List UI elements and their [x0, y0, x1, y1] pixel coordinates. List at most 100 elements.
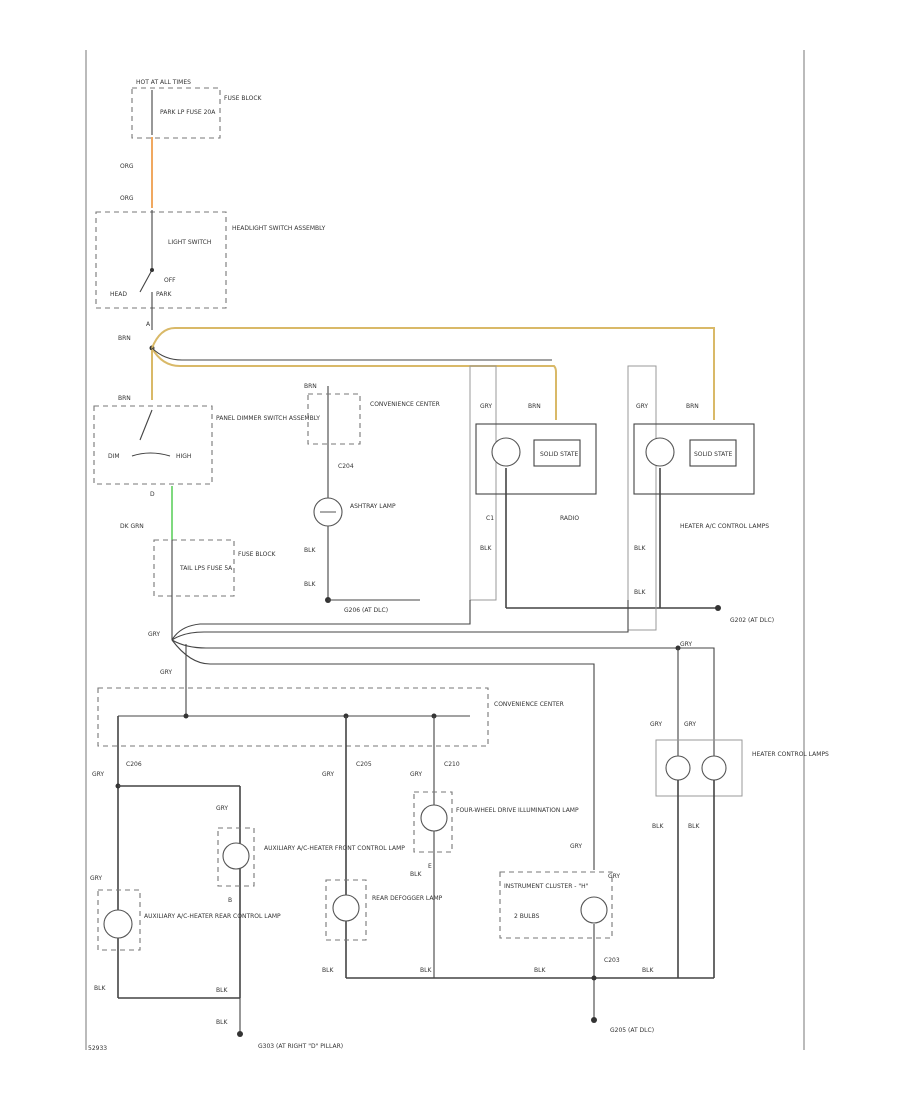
switch-lever [139, 269, 153, 293]
hot-at-all-times-label: HOT AT ALL TIMES [136, 79, 191, 86]
gry-label-main: GRY [148, 631, 160, 638]
gry-c210-label: GRY [410, 771, 422, 778]
bus-splice-1 [183, 713, 189, 719]
switch-contact [150, 268, 154, 272]
heater-lamps-2-box [655, 739, 743, 797]
blk-left2-label: BLK [216, 987, 228, 994]
gry-right-label: GRY [680, 641, 692, 648]
pin-e-label: E [428, 863, 432, 870]
blk-label-1: BLK [304, 547, 316, 554]
blk-label-2: BLK [304, 581, 316, 588]
pin-a-label: A [146, 321, 151, 328]
bulbs-label: 2 BULBS [514, 913, 540, 920]
solid-state-2-box [689, 439, 737, 467]
gry-wire-to-heater [171, 600, 629, 641]
blk-r-label: BLK [534, 967, 546, 974]
brn-radio-label: BRN [528, 403, 541, 410]
gry-wire-ic [171, 639, 595, 870]
rear-defogger-bulb [332, 894, 360, 922]
gry-ic2-label: GRY [608, 873, 620, 880]
c203-label: C203 [604, 957, 620, 964]
dimmer-arc [131, 452, 171, 457]
blk-bottom-label: BLK [216, 1019, 228, 1026]
gry-aux1-label: GRY [216, 805, 228, 812]
blk-mid-label: BLK [322, 967, 334, 974]
rear-defogger-label: REAR DEFOGGER LAMP [372, 895, 443, 902]
four-wd-label: FOUR-WHEEL DRIVE ILLUMINATION LAMP [456, 807, 579, 814]
fuse-block-top-label: FUSE BLOCK [224, 95, 263, 102]
gry-h1-label: GRY [650, 721, 662, 728]
gry-main2-label: GRY [160, 669, 172, 676]
heater-lamps-2-label: HEATER CONTROL LAMPS [752, 751, 829, 758]
radio-bracket [469, 365, 497, 601]
org-label-2: ORG [120, 195, 134, 202]
gry-wire-to-radio [171, 600, 471, 641]
dk-grn-label: DK GRN [120, 523, 144, 530]
rear-defogger-box [325, 879, 367, 941]
pin-b-label: B [228, 897, 232, 904]
blk-4wd-label: BLK [410, 871, 422, 878]
light-switch-label: LIGHT SWITCH [168, 239, 211, 246]
g202-label: G202 (AT DLC) [730, 617, 774, 624]
blk-heater-1-label: BLK [634, 545, 646, 552]
park-lp-fuse-label: PARK LP FUSE 20A [160, 109, 216, 116]
blk-h2-label: BLK [688, 823, 700, 830]
blk-radio-label: BLK [480, 545, 492, 552]
headlight-switch-box [95, 211, 227, 309]
convenience-center-1-label: CONVENIENCE CENTER [370, 401, 440, 408]
panel-dimmer-box [93, 405, 213, 485]
radio-label: RADIO [560, 515, 579, 522]
four-wd-box [413, 791, 453, 853]
solid-state-1-box [533, 439, 581, 467]
tail-lps-fuse-label: TAIL LPS FUSE 5A [179, 565, 233, 572]
fuse-block-2-label: FUSE BLOCK [238, 551, 277, 558]
heater-ac-lamps-label: HEATER A/C CONTROL LAMPS [680, 523, 769, 530]
blk-heater-2-label: BLK [634, 589, 646, 596]
instrument-cluster-box [499, 871, 613, 939]
heater-bracket [627, 365, 657, 631]
convenience-center-2-box [97, 687, 489, 747]
headlight-switch-label: HEADLIGHT SWITCH ASSEMBLY [232, 225, 326, 232]
aux-front-label: AUXILIARY A/C-HEATER FRONT CONTROL LAMP [264, 845, 405, 852]
park-label: PARK [156, 291, 173, 298]
solid-state-2-label: SOLID STATE [694, 451, 732, 458]
g202-ground [715, 605, 721, 611]
ic-bulb [580, 896, 608, 924]
g205-label: G205 (AT DLC) [610, 1027, 654, 1034]
heater-2-bulb-1 [665, 755, 691, 781]
blk-bottom2-label: BLK [642, 967, 654, 974]
dimmer-lever [139, 409, 153, 441]
g205-ground [591, 1017, 597, 1023]
heater-bulb [645, 437, 675, 467]
org-label-1: ORG [120, 163, 134, 170]
gry-c205-label: GRY [322, 771, 334, 778]
g206-label: G206 (AT DLC) [344, 607, 388, 614]
g303-label: G303 (AT RIGHT "D" PILLAR) [258, 1043, 343, 1050]
dim-label: DIM [108, 453, 120, 460]
fuse-block-top-box [131, 87, 221, 139]
gry-aux2-label: GRY [90, 875, 102, 882]
brn-label-a: BRN [118, 335, 131, 342]
off-label: OFF [164, 277, 176, 284]
aux-rear-bulb [103, 909, 133, 939]
panel-dimmer-label: PANEL DIMMER SWITCH ASSEMBLY [216, 415, 320, 422]
convenience-center-2-label: CONVENIENCE CENTER [494, 701, 564, 708]
ground-bus-splice [591, 975, 597, 981]
gry-h2-label: GRY [684, 721, 696, 728]
blk-h1-label: BLK [652, 823, 664, 830]
c206-label: C206 [126, 761, 142, 768]
yellow-wire-heater [151, 327, 715, 420]
heater-2-bulb-2 [701, 755, 727, 781]
c205-label: C205 [356, 761, 372, 768]
aux-rear-label: AUXILIARY A/C-HEATER REAR CONTROL LAMP [144, 913, 281, 920]
pin-d-label: D [150, 491, 155, 498]
brn-label-b: BRN [118, 395, 131, 402]
yellow-wire-radio [151, 347, 557, 420]
g303-ground [237, 1031, 243, 1037]
gry-heater-label: GRY [636, 403, 648, 410]
radio-bulb [491, 437, 521, 467]
aux-front-bulb [222, 842, 250, 870]
wire-to-radio-dark [151, 347, 552, 361]
c1-label: C1 [486, 515, 494, 522]
